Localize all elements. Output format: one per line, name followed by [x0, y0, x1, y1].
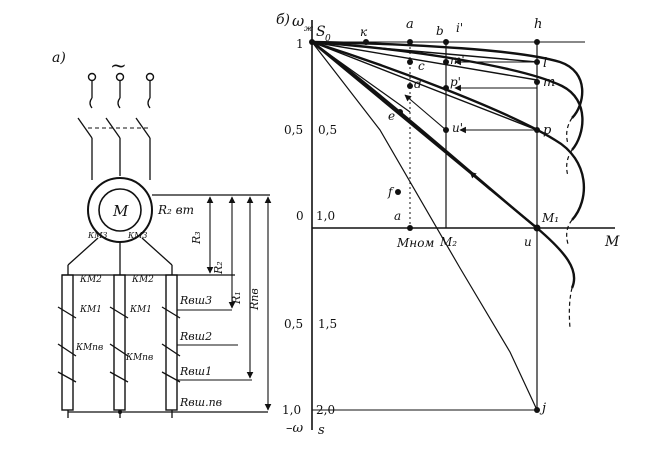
contactor-kmpv-left: КМпв [75, 343, 103, 353]
contactor-km2-left: КМ2 [79, 275, 102, 285]
point-p-prime-label: p' [450, 75, 461, 89]
bottom-slip-label: s [318, 423, 325, 438]
r-ad2-label: Rвш2 [179, 330, 212, 343]
r-adpv-label: Rвш.пв [179, 396, 222, 409]
point-p-label: p [543, 123, 552, 138]
tap-km1: КМ1 КМ1 [57, 305, 181, 319]
ray-to-p [311, 41, 538, 131]
point-u-label: u [524, 235, 532, 249]
r2-label: R₂ [212, 261, 225, 275]
r1-label: R₁ [230, 291, 243, 305]
slip-tick-1-5: 1,5 [318, 317, 337, 331]
resistor-bar-1 [61, 274, 74, 411]
point-a-top-label: a [406, 17, 414, 32]
point-k-label: к [360, 25, 368, 39]
tap-kmpv: КМпв КМпв [57, 343, 181, 383]
m1-label: M₁ [541, 211, 559, 225]
contactor-km3-left: КМ3 [87, 231, 107, 240]
motor-label: M [112, 202, 129, 220]
omega-tick-neg-1: 1,0 [282, 403, 301, 417]
panel-b-chart: б) ω ж S 0 M 1 0,5 0 0,5 1,0 0,5 1,0 1,5… [276, 12, 620, 438]
rotor-resistance-label: R₂ вт [157, 203, 194, 217]
terminal-1 [87, 72, 97, 82]
curve-u [311, 41, 576, 289]
omega-tick-0: 0 [296, 209, 304, 223]
panel-b-label: б) [276, 12, 290, 28]
resistor-bar-3 [165, 274, 178, 411]
resistor-bank [61, 265, 268, 418]
x-axis-symbol: M [604, 234, 620, 250]
point-f-label: f [387, 185, 395, 199]
panel-a-circuit: а) ~ M R₂ вт [52, 50, 272, 418]
point-h-label: h [534, 17, 542, 32]
slip-tick-1-0: 1,0 [316, 209, 335, 223]
point-j-label: j [539, 401, 546, 416]
terminal-3 [145, 72, 155, 82]
slip-symbol: S [316, 24, 326, 40]
m2-label: M₂ [439, 235, 457, 249]
r-ad3-label: Rвш3 [179, 294, 212, 307]
contactor-km1-left: КМ1 [79, 305, 102, 315]
curve-m [311, 40, 584, 151]
panel-a-label: а) [52, 50, 66, 66]
r-pv-label: Rпв [248, 288, 261, 311]
point-c-label: c [418, 59, 425, 73]
slip-tick-0-5: 0,5 [318, 123, 337, 137]
point-m-label: m [543, 75, 555, 90]
chart-points [309, 39, 541, 413]
bottom-omega-label: –ω [286, 421, 304, 436]
y-axis-subscript: ж [304, 24, 313, 33]
point-a-bottom-label: a [394, 209, 401, 223]
motor-rotor-ring [98, 188, 142, 232]
tap-km2: КМ2 КМ2 [62, 274, 235, 285]
contactor-kmpv-right: КМпв [125, 353, 153, 363]
y-axis-symbol: ω [292, 12, 304, 30]
resistor-bar-2 [113, 274, 126, 411]
dimension-arrows: R₃ R₂ R₁ Rпв [190, 196, 272, 411]
point-m-prime-label: m' [450, 53, 465, 67]
reverse-characteristic [311, 41, 538, 411]
r-ad1-label: Rвш1 [179, 365, 212, 378]
omega-tick-1: 1 [296, 37, 304, 51]
contactor-km1-right: КМ1 [129, 305, 152, 315]
point-d-label: d [414, 77, 422, 91]
point-i-prime-label: i' [456, 21, 463, 35]
curve-l [311, 40, 584, 119]
main-switch [77, 117, 151, 180]
ray-to-m [311, 41, 538, 81]
contactor-km3-right: КМ3 [127, 231, 147, 240]
r3-label: R₃ [190, 231, 203, 245]
point-l-label: l [543, 56, 547, 71]
contactor-km2-right: КМ2 [131, 275, 154, 285]
m-nom-label: Mном [396, 236, 434, 250]
point-u-prime-label: u' [452, 121, 463, 135]
supply-terminals [87, 72, 155, 109]
motor: M R₂ вт [87, 177, 270, 243]
omega-tick-neg-0-5: 0,5 [284, 317, 303, 331]
point-e-label: e [388, 109, 395, 123]
terminal-2 [115, 72, 125, 82]
ac-symbol: ~ [110, 53, 127, 77]
omega-tick-0-5: 0,5 [284, 123, 303, 137]
point-b-label: b [436, 24, 444, 38]
slip-subscript: 0 [325, 34, 331, 44]
